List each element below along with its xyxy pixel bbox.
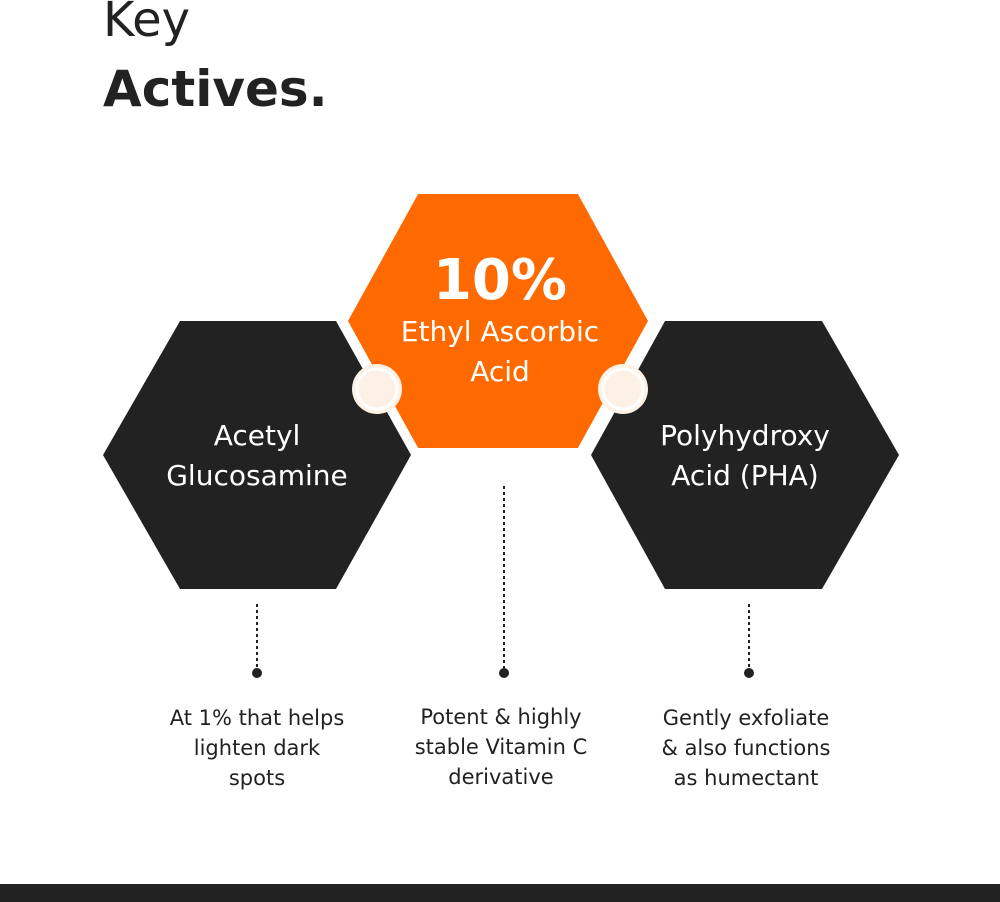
connector-circle-left-ring — [355, 367, 399, 411]
left-desc-line-1: At 1% that helps — [169, 706, 345, 730]
left-active-description: At 1% that helps lighten dark spots — [137, 703, 377, 793]
left-active-name-line-2: Glucosamine — [166, 459, 348, 492]
connector-circle-right — [598, 364, 648, 414]
center-active-name-line-2: Acid — [470, 355, 530, 388]
heading-line-1: Key — [103, 0, 191, 48]
center-desc-line-1: Potent & highly — [420, 705, 582, 729]
right-desc-line-1: Gently exfoliate — [662, 706, 830, 730]
right-active-name-line-1: Polyhydroxy — [660, 419, 830, 452]
leader-dot-left — [252, 668, 262, 678]
right-active-name-line-2: Acid (PHA) — [671, 459, 819, 492]
left-active-text: Acetyl Glucosamine — [127, 416, 387, 496]
connector-circle-left — [352, 364, 402, 414]
connector-circle-right-ring — [601, 367, 645, 411]
footer-bar — [0, 884, 1000, 902]
center-active-description: Potent & highly stable Vitamin C derivat… — [381, 702, 621, 792]
left-active-name-line-1: Acetyl — [213, 419, 301, 452]
heading-line-2: Actives. — [103, 60, 328, 118]
center-desc-line-3: derivative — [448, 765, 554, 789]
leader-dot-center — [499, 668, 509, 678]
center-active-percent: 10% — [432, 248, 568, 313]
hexagon-right — [591, 321, 899, 589]
center-active-name-line-1: Ethyl Ascorbic — [400, 315, 600, 348]
hexagon-left — [103, 321, 411, 589]
right-desc-line-2: & also functions — [661, 736, 831, 760]
left-desc-line-3: spots — [228, 766, 286, 790]
hexagon-center — [332, 180, 664, 462]
right-active-text: Polyhydroxy Acid (PHA) — [615, 416, 875, 496]
center-desc-line-2: stable Vitamin C — [414, 735, 588, 759]
center-active-text: 10% Ethyl Ascorbic Acid — [360, 250, 640, 392]
right-active-description: Gently exfoliate & also functions as hum… — [626, 703, 866, 793]
leader-dot-right — [744, 668, 754, 678]
left-desc-line-2: lighten dark — [193, 736, 321, 760]
right-desc-line-3: as humectant — [673, 766, 819, 790]
